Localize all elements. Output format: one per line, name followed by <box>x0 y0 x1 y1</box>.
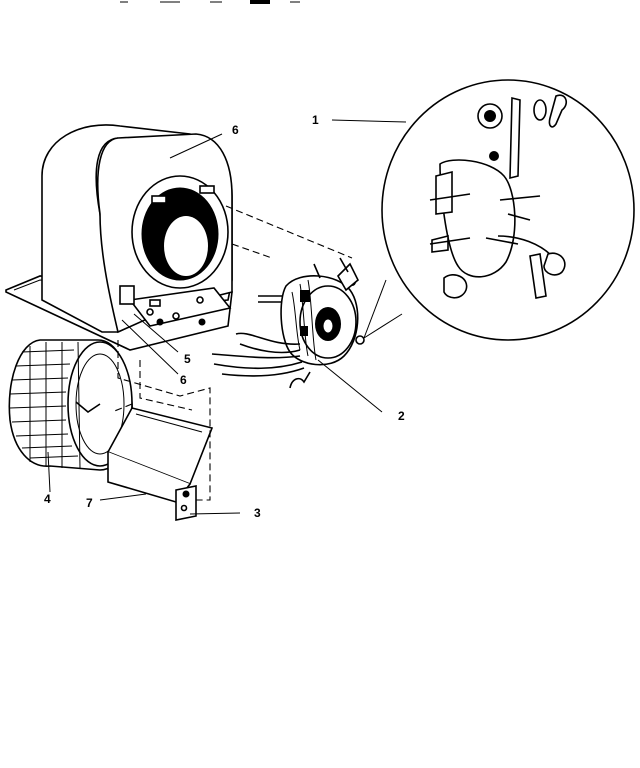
top-edge-artifact <box>120 0 300 4</box>
callout-labels: 1 2 3 4 5 6 6 7 <box>44 113 405 520</box>
blower-housing <box>5 124 233 351</box>
detail-circle <box>363 79 635 341</box>
callout-4: 4 <box>44 492 51 506</box>
motor-mount-bracket <box>106 407 214 521</box>
assembly-dashed-lines <box>111 205 353 501</box>
callout-1: 1 <box>312 113 319 127</box>
callout-5: 5 <box>184 352 191 366</box>
leader-lines <box>47 119 407 515</box>
callout-6-lower: 6 <box>180 373 187 387</box>
callout-3: 3 <box>254 506 261 520</box>
callout-2: 2 <box>398 409 405 423</box>
blower-motor <box>211 257 365 389</box>
blower-wheel <box>8 339 133 471</box>
callout-6-housing: 6 <box>232 123 239 137</box>
callout-7: 7 <box>86 496 93 510</box>
